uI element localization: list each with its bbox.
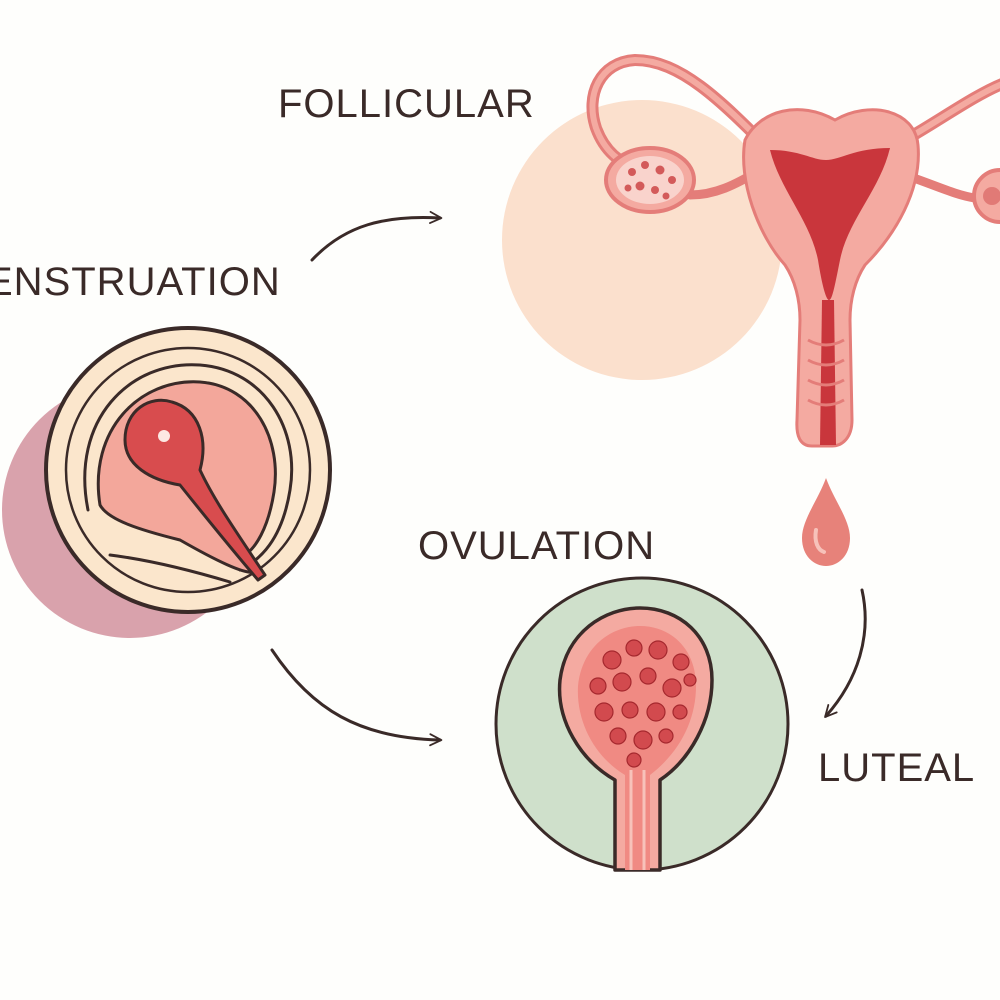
arrow-icon bbox=[824, 588, 867, 718]
ovary-icon bbox=[972, 168, 1000, 224]
uterine-cavity bbox=[770, 148, 890, 300]
arrow-icon bbox=[270, 648, 443, 747]
menstruation-illustration bbox=[2, 326, 332, 638]
ovary-icon bbox=[604, 146, 696, 214]
corpus-luteum-icon bbox=[557, 606, 714, 872]
label-menstruation: ENSTRUATION bbox=[0, 260, 281, 304]
follicular-illustration bbox=[502, 53, 1000, 448]
label-luteal: LUTEAL bbox=[818, 746, 976, 790]
arrow-icon bbox=[310, 210, 443, 262]
blood-drop-icon bbox=[802, 478, 850, 566]
label-ovulation: OVULATION bbox=[418, 524, 656, 568]
uterus-icon bbox=[586, 53, 1000, 448]
follicle-icon bbox=[123, 398, 267, 582]
label-follicular: FOLLICULAR bbox=[278, 82, 535, 126]
follicular-disc bbox=[502, 100, 782, 380]
ovulation-illustration bbox=[494, 576, 790, 872]
